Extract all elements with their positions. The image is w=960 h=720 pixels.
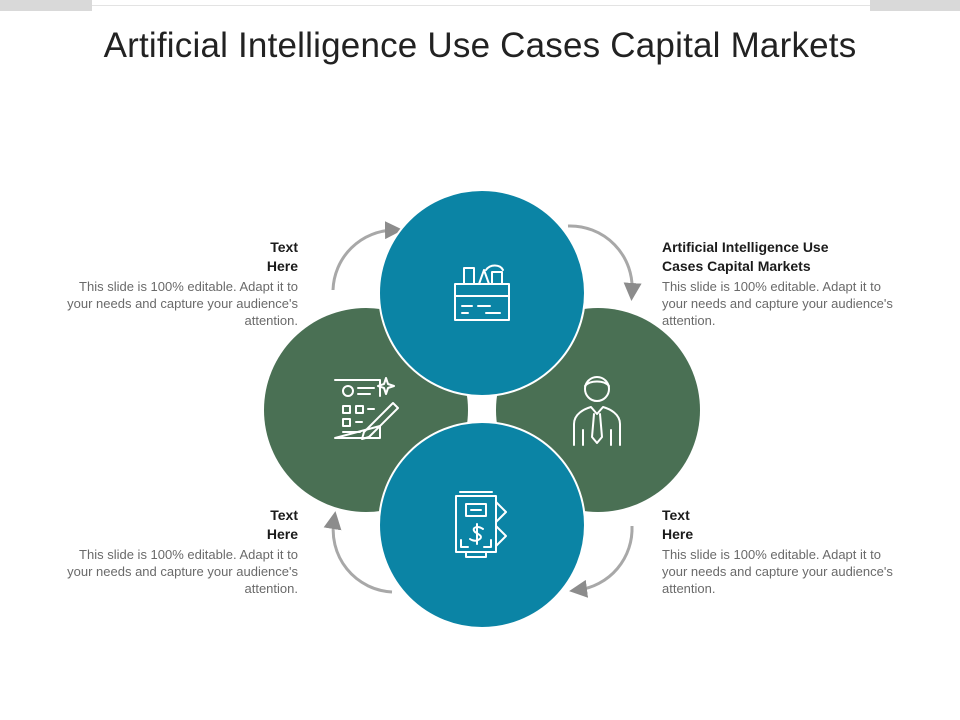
curved-arrow-top-right <box>567 224 642 301</box>
finance-document-icon <box>455 491 507 558</box>
block-heading: Text Here <box>266 239 298 274</box>
block-heading: Text Here <box>662 507 694 542</box>
text-block-top-right: Artificial Intelligence Use Cases Capita… <box>662 238 902 329</box>
curved-arrow-bottom-left <box>323 511 393 594</box>
block-body: This slide is 100% editable. Adapt it to… <box>67 279 298 328</box>
text-block-bottom-right: Text Here This slide is 100% editable. A… <box>662 506 902 597</box>
block-body: This slide is 100% editable. Adapt it to… <box>662 547 893 596</box>
block-heading: Text Here <box>266 507 298 542</box>
corner-decoration-left <box>0 0 92 11</box>
block-body: This slide is 100% editable. Adapt it to… <box>67 547 298 596</box>
block-body: This slide is 100% editable. Adapt it to… <box>662 279 893 328</box>
businessman-icon <box>573 376 621 446</box>
circle-top <box>378 189 586 397</box>
circle-bottom <box>378 421 586 629</box>
corner-decoration-right <box>870 0 960 11</box>
text-block-bottom-left: Text Here This slide is 100% editable. A… <box>62 506 298 597</box>
checklist-pencil-icon <box>334 377 399 440</box>
curved-arrow-bottom-right <box>569 525 634 598</box>
text-block-top-left: Text Here This slide is 100% editable. A… <box>62 238 298 329</box>
toolbox-icon <box>454 264 510 321</box>
curved-arrow-top-left <box>331 221 403 291</box>
top-divider <box>92 5 870 6</box>
block-heading: Artificial Intelligence Use Cases Capita… <box>662 239 829 274</box>
slide-title: Artificial Intelligence Use Cases Capita… <box>103 26 857 65</box>
